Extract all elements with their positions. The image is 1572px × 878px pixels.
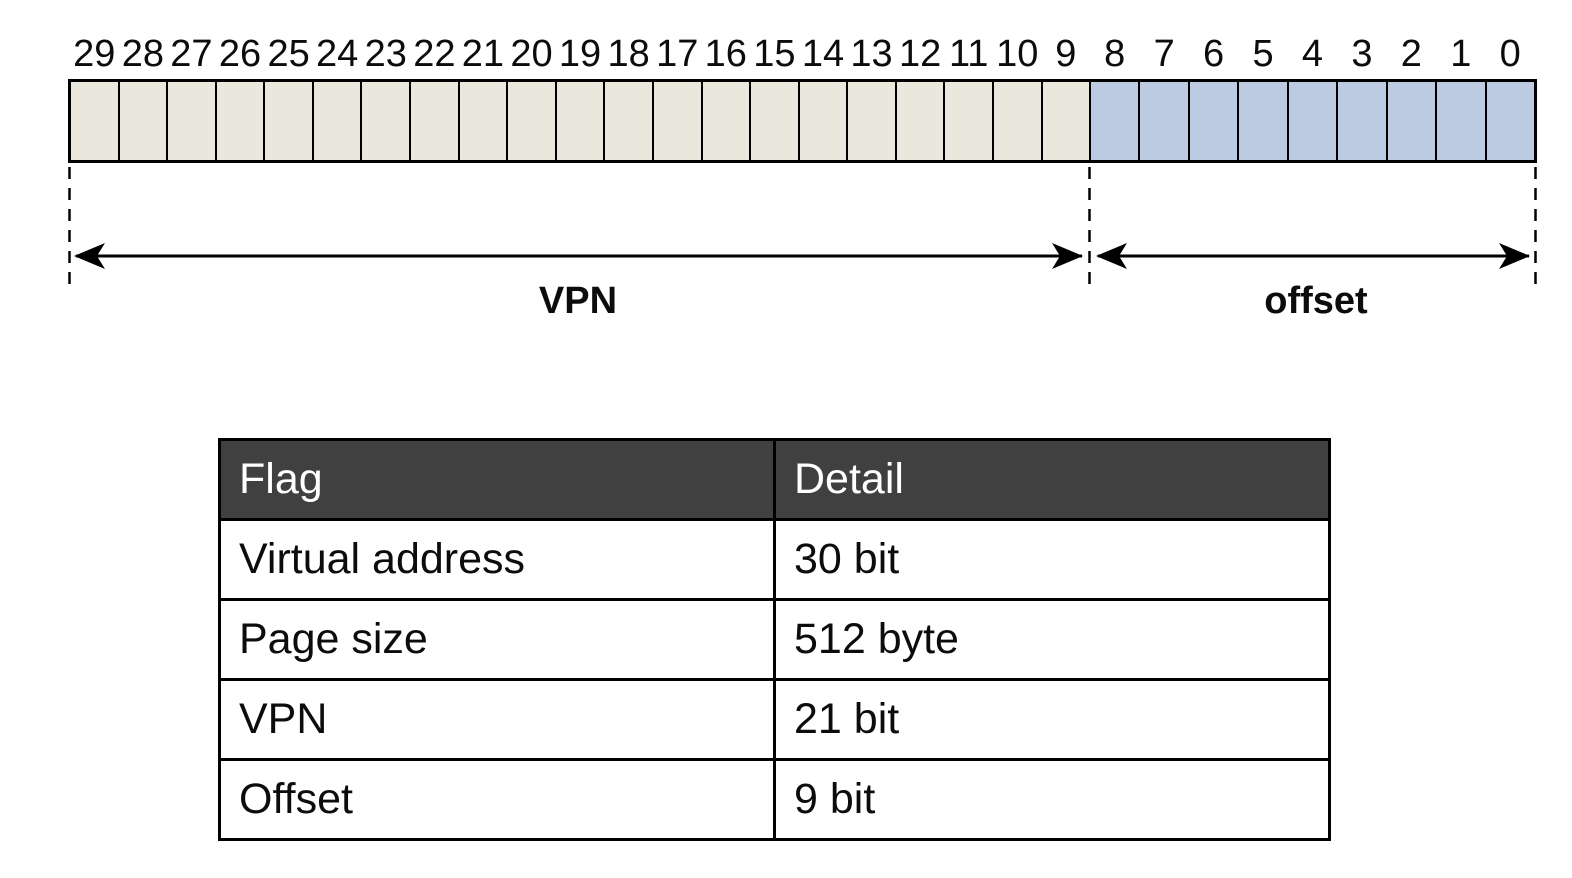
bit-index-label: 15 — [753, 33, 796, 75]
bit-cell-25: 25 — [263, 33, 312, 160]
bit-index-label: 27 — [170, 33, 213, 75]
bit-index-label: 3 — [1351, 33, 1373, 75]
bit-cell-27: 27 — [166, 33, 215, 160]
bit-cell-24: 24 — [311, 33, 361, 160]
bit-index-label: 29 — [73, 33, 116, 75]
bit-index-label: 14 — [801, 33, 845, 75]
bit-index-label: 20 — [510, 33, 553, 75]
bit-cell-20: 20 — [506, 33, 555, 160]
table-row-virtual-address: Virtual address 30 bit — [218, 518, 1331, 601]
bit-index-label: 6 — [1203, 33, 1225, 75]
bit-cell-29: 29 — [71, 33, 118, 160]
vpn-bit-group: 29 28 27 26 25 24 23 22 21 20 19 18 17 1… — [71, 33, 1090, 160]
bit-cell-26: 26 — [214, 33, 264, 160]
bit-cell-23: 23 — [360, 33, 409, 160]
bit-index-label: 0 — [1499, 33, 1521, 75]
bit-cell-6: 6 — [1187, 33, 1237, 160]
bit-index-label: 13 — [850, 33, 893, 75]
bit-cell-3: 3 — [1336, 33, 1385, 160]
detail-cell: 512 byte — [773, 598, 1331, 681]
bit-cell-13: 13 — [846, 33, 895, 160]
table-row-offset: Offset 9 bit — [218, 758, 1331, 841]
bit-index-label: 24 — [316, 33, 359, 75]
table-header-row: Flag Detail — [218, 438, 1331, 521]
bit-index-label: 9 — [1055, 33, 1077, 75]
flag-detail-table: Flag Detail Virtual address 30 bit Page … — [218, 438, 1331, 841]
bit-index-label: 23 — [364, 33, 407, 75]
table-row-page-size: Page size 512 byte — [218, 598, 1331, 681]
bit-cell-10: 10 — [991, 33, 1041, 160]
bit-index-label: 5 — [1252, 33, 1274, 75]
table-row-vpn: VPN 21 bit — [218, 678, 1331, 761]
offset-bit-group: 8 7 6 5 4 3 2 1 0 — [1089, 33, 1534, 160]
bit-index-label: 17 — [656, 33, 699, 75]
detail-cell: 9 bit — [773, 758, 1331, 841]
flag-cell: Virtual address — [218, 518, 776, 601]
detail-cell: 30 bit — [773, 518, 1331, 601]
bit-index-label: 21 — [461, 33, 505, 75]
bit-index-label: 8 — [1104, 33, 1126, 75]
bit-cell-15: 15 — [749, 33, 798, 160]
bit-index-label: 22 — [413, 33, 456, 75]
bit-cell-0: 0 — [1484, 33, 1534, 160]
bit-index-label: 1 — [1450, 33, 1472, 75]
bit-cell-9: 9 — [1040, 33, 1090, 160]
bit-index-label: 4 — [1301, 33, 1324, 75]
bit-cell-18: 18 — [603, 33, 652, 160]
flag-cell: Offset — [218, 758, 776, 841]
flag-cell: VPN — [218, 678, 776, 761]
bit-cell-21: 21 — [457, 33, 507, 160]
bit-cell-1: 1 — [1435, 33, 1484, 160]
bit-cell-4: 4 — [1286, 33, 1336, 160]
virtual-address-bitfield: 29 28 27 26 25 24 23 22 21 20 19 18 17 1… — [68, 33, 1537, 163]
bit-cell-17: 17 — [651, 33, 701, 160]
detail-cell: 21 bit — [773, 678, 1331, 761]
bit-cell-7: 7 — [1138, 33, 1187, 160]
table-header-flag: Flag — [218, 438, 776, 521]
offset-span-label: offset — [1264, 280, 1368, 322]
bit-index-label: 26 — [218, 33, 262, 75]
bit-cell-16: 16 — [700, 33, 750, 160]
bit-index-label: 10 — [996, 33, 1039, 75]
bit-cell-19: 19 — [554, 33, 604, 160]
bit-index-label: 11 — [948, 33, 989, 75]
bit-index-label: 28 — [121, 33, 164, 75]
flag-cell: Page size — [218, 598, 776, 681]
bit-cell-5: 5 — [1237, 33, 1286, 160]
bit-index-label: 7 — [1153, 33, 1175, 75]
bit-cell-28: 28 — [117, 33, 167, 160]
bit-index-label: 19 — [558, 33, 602, 75]
bit-index-label: 2 — [1400, 33, 1422, 75]
bit-index-label: 18 — [607, 33, 650, 75]
table-header-detail: Detail — [773, 438, 1331, 521]
bit-cell-14: 14 — [797, 33, 847, 160]
bit-cell-11: 11 — [943, 33, 992, 160]
bit-cell-2: 2 — [1385, 33, 1435, 160]
bit-index-label: 12 — [898, 33, 942, 75]
bit-index-label: 16 — [704, 33, 747, 75]
bit-index-label: 25 — [267, 33, 310, 75]
bit-cell-12: 12 — [894, 33, 944, 160]
bit-cell-22: 22 — [409, 33, 458, 160]
bit-cell-8: 8 — [1089, 33, 1138, 160]
vpn-span-label: VPN — [538, 280, 618, 322]
